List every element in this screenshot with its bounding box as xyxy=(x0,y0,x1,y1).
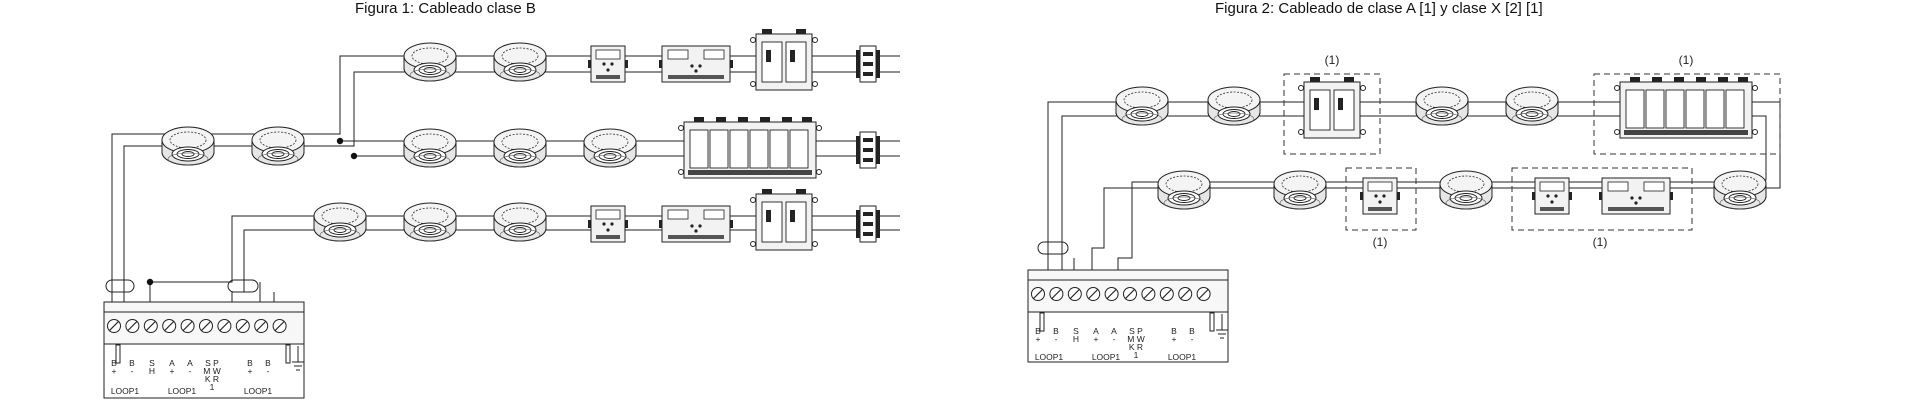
terminal-screw xyxy=(217,318,232,334)
terminal-label: - xyxy=(267,366,270,376)
terminal-label: H xyxy=(1073,334,1079,344)
figure1-devices xyxy=(161,28,881,251)
terminal-label: A xyxy=(1111,326,1117,336)
figure2-devices xyxy=(1115,76,1767,215)
terminal-screw xyxy=(1178,286,1193,302)
terminal-screw xyxy=(1067,286,1082,302)
loop-label: LOOP1 xyxy=(111,386,140,396)
terminal-screw xyxy=(180,318,195,334)
terminal-label: - xyxy=(1113,334,1116,344)
loop-label: LOOP1 xyxy=(1168,352,1197,362)
terminal-label: M W xyxy=(1127,334,1144,344)
terminal-label: B xyxy=(1035,326,1041,336)
terminal-label: A xyxy=(169,358,175,368)
terminal-label: B xyxy=(1053,326,1059,336)
terminal-label: B xyxy=(1171,326,1177,336)
terminal-label: K R xyxy=(205,374,219,384)
terminal-screw xyxy=(1141,286,1156,302)
terminal-label: B xyxy=(1189,326,1195,336)
terminal-label: - xyxy=(189,366,192,376)
terminal-label: H xyxy=(149,366,155,376)
figure1-wiring xyxy=(111,55,900,302)
isolation-note-4: (1) xyxy=(1593,235,1608,249)
terminal-label: + xyxy=(1172,334,1177,344)
terminal-label: B xyxy=(111,358,117,368)
isolation-note-1: (1) xyxy=(1325,53,1340,67)
terminal-label: B xyxy=(129,358,135,368)
terminal-screw xyxy=(1196,286,1211,302)
isolation-note-2: (1) xyxy=(1679,53,1694,67)
terminal-label: + xyxy=(170,366,175,376)
terminal-screw xyxy=(198,318,214,334)
terminal-label: 1 xyxy=(1134,350,1139,360)
terminal-screw xyxy=(1104,286,1119,302)
terminal-label: S xyxy=(149,358,155,368)
terminal-label: 1 xyxy=(210,382,215,392)
isolation-note-3: (1) xyxy=(1373,235,1388,249)
terminal-screw xyxy=(254,318,269,334)
figure2-title: Figura 2: Cableado de clase A [1] y clas… xyxy=(1215,0,1543,17)
terminal-label: + xyxy=(1094,334,1099,344)
figure2-isolation-notes: (1) (1) (1) (1) xyxy=(1325,53,1694,249)
terminal-screw xyxy=(1049,286,1064,302)
terminal-label: S xyxy=(1073,326,1079,336)
terminal-label: - xyxy=(1055,334,1058,344)
figure2-cable-sleeve xyxy=(1037,241,1069,255)
terminal-screw xyxy=(143,318,158,334)
terminal-label: + xyxy=(112,366,117,376)
figure2-isolation-boxes xyxy=(1283,73,1781,231)
terminal-screw xyxy=(272,318,287,334)
terminal-label: M W xyxy=(203,366,220,376)
terminal-label: B xyxy=(247,358,253,368)
loop-label: LOOP1 xyxy=(1035,352,1064,362)
figure1-cable-sleeves xyxy=(105,279,259,293)
loop-label: LOOP1 xyxy=(1092,352,1121,362)
terminal-label: + xyxy=(248,366,253,376)
terminal-label: S P xyxy=(1129,326,1143,336)
terminal-label: S P xyxy=(205,358,219,368)
terminal-label: + xyxy=(1036,334,1041,344)
terminal-screw xyxy=(1122,286,1138,302)
loop-label: LOOP1 xyxy=(168,386,197,396)
terminal-label: B xyxy=(265,358,271,368)
terminal-label: - xyxy=(1191,334,1194,344)
terminal-label: A xyxy=(187,358,193,368)
figure1-junctions xyxy=(146,137,358,286)
terminal-label: A xyxy=(1093,326,1099,336)
terminal-screw xyxy=(106,318,122,334)
terminal-screw xyxy=(162,318,177,334)
terminal-screw xyxy=(235,318,250,334)
loop-label: LOOP1 xyxy=(244,386,273,396)
terminal-label: K R xyxy=(1129,342,1143,352)
terminal-screw xyxy=(1159,286,1174,302)
terminal-screw xyxy=(1030,286,1046,302)
terminal-screw xyxy=(125,318,140,334)
terminal-label: - xyxy=(131,366,134,376)
terminal-screw xyxy=(1086,286,1101,302)
figure1-title: Figura 1: Cableado clase B xyxy=(355,0,536,17)
